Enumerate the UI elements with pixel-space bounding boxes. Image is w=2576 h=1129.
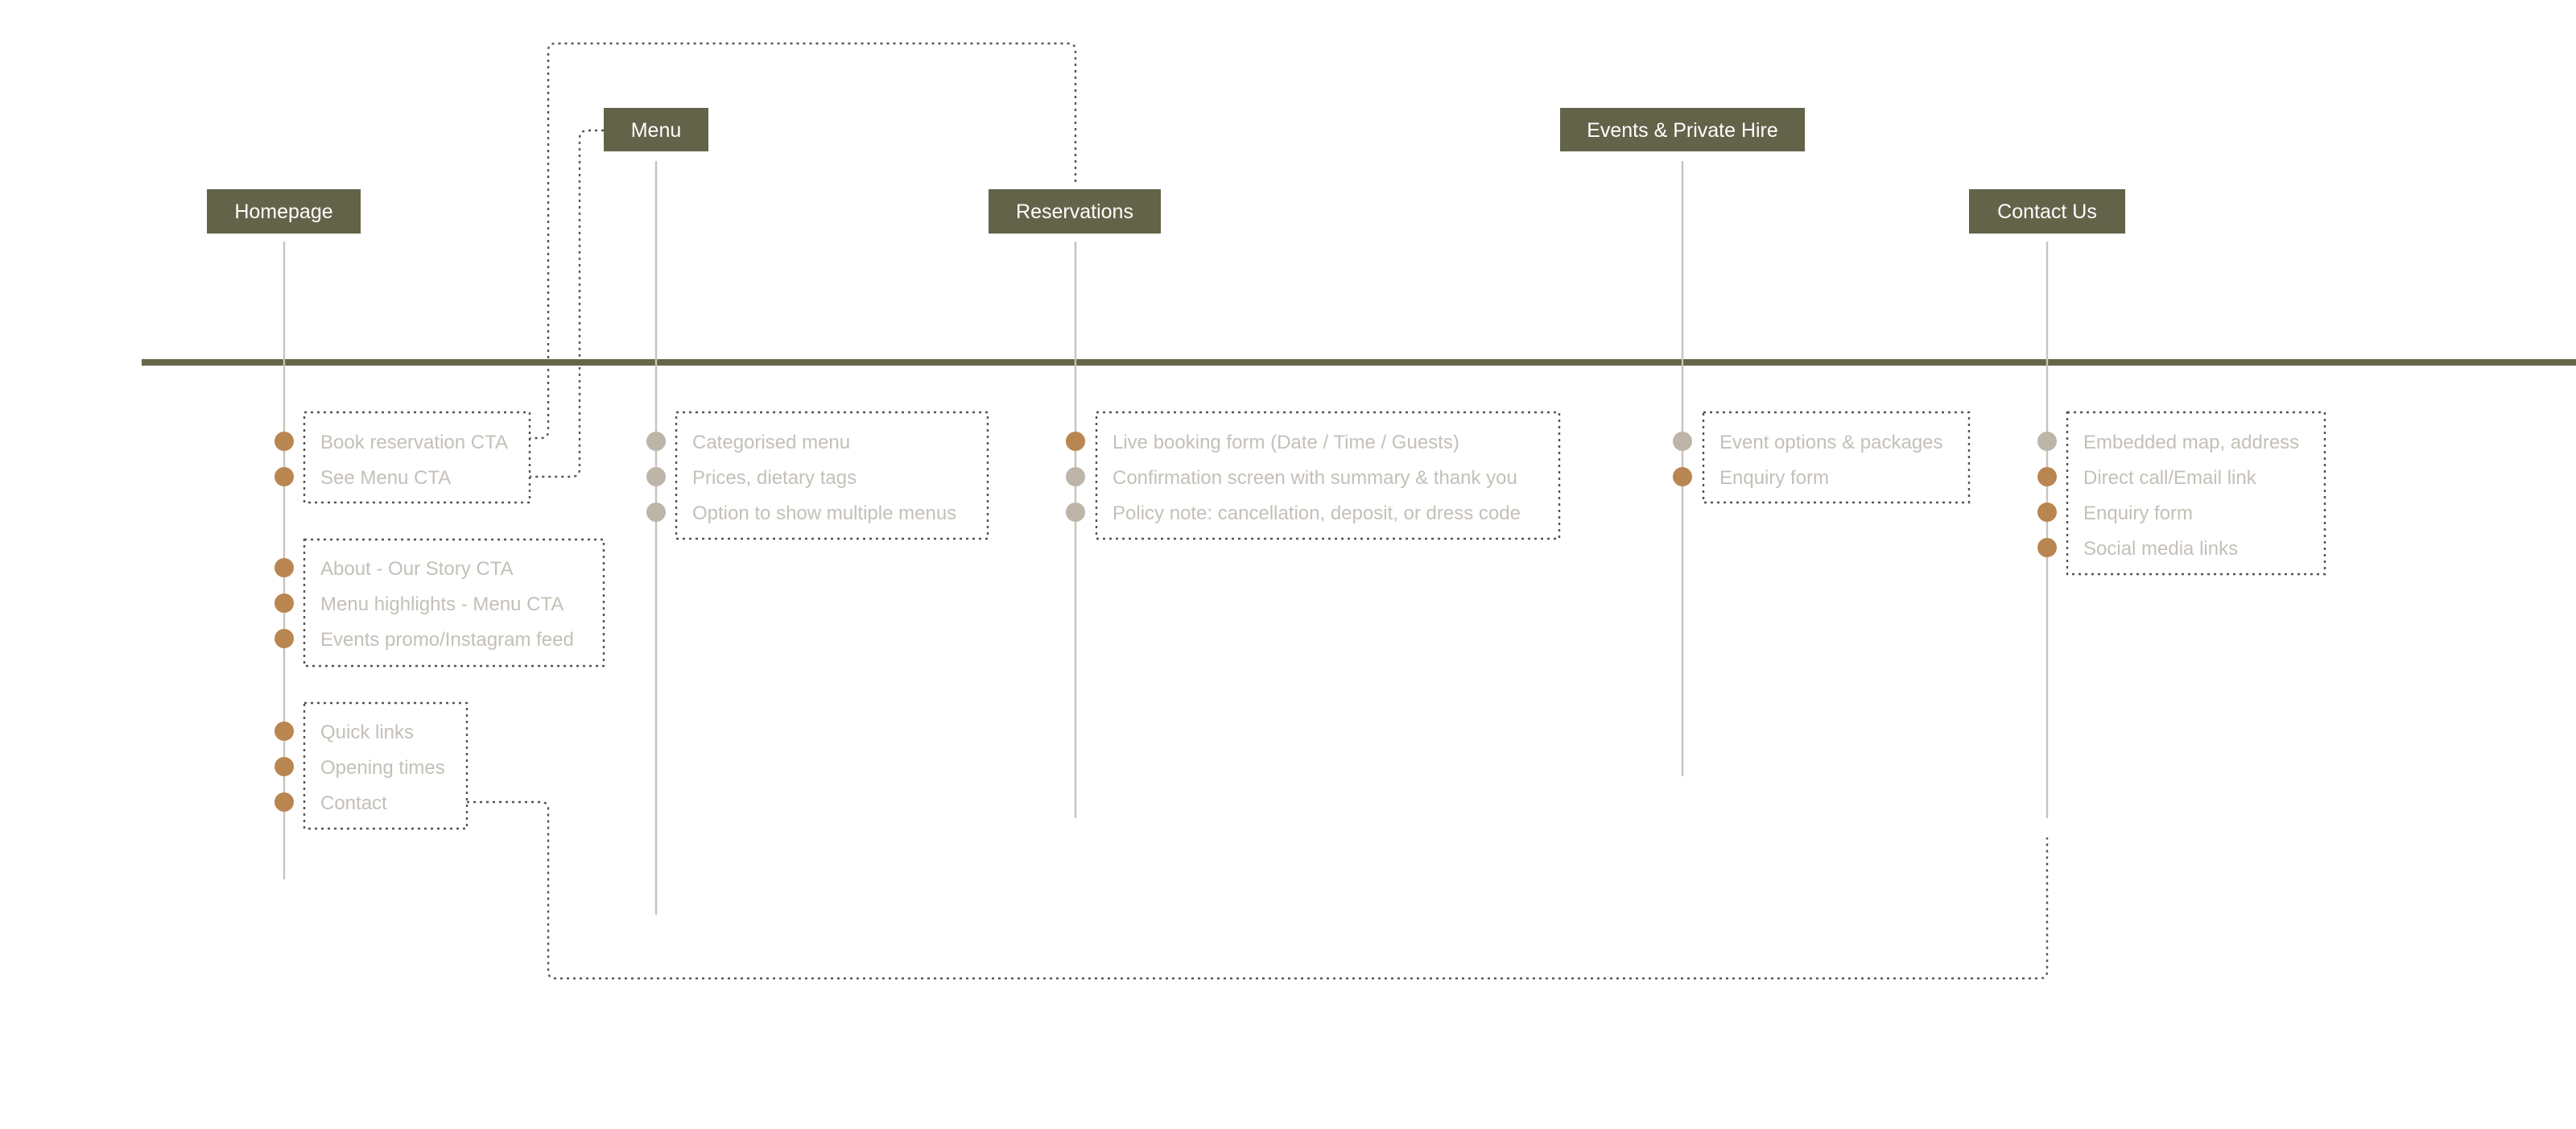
page-reservations[interactable]: Reservations [989, 189, 1161, 234]
connector-reservations-to-homepage [530, 42, 1077, 440]
homepage-group-body [303, 538, 605, 668]
item-marker-icon [2037, 467, 2057, 486]
item-marker-icon [1066, 432, 1085, 451]
item-label: Quick links [320, 722, 414, 743]
page-box-homepage [207, 189, 361, 234]
page-events[interactable]: Events & Private Hire [1560, 108, 1805, 151]
item-marker-icon [275, 722, 294, 741]
item-label: Book reservation CTA [320, 432, 508, 453]
events-group [1702, 411, 1971, 504]
item-marker-icon [275, 432, 294, 451]
item-marker-icon [646, 467, 666, 486]
contact-items: Embedded map, address Direct call/Email … [2037, 432, 2299, 560]
reservations-items: Live booking form (Date / Time / Guests)… [1066, 432, 1521, 524]
page-label-contact: Contact Us [1997, 201, 2097, 223]
page-label-events: Events & Private Hire [1587, 119, 1778, 142]
menu-items: Categorised menu Prices, dietary tags Op… [646, 432, 956, 524]
page-label-menu: Menu [631, 119, 682, 142]
item-label: Prices, dietary tags [692, 467, 857, 489]
item-label: Categorised menu [692, 432, 850, 453]
page-box-contact [1969, 189, 2125, 234]
item-label: Social media links [2083, 538, 2238, 560]
item-marker-icon [1066, 467, 1085, 486]
item-label: Embedded map, address [2083, 432, 2299, 453]
item-marker-icon [275, 467, 294, 486]
item-label: Contact [320, 792, 387, 814]
page-homepage[interactable]: Homepage [207, 189, 361, 234]
item-label: Option to show multiple menus [692, 502, 956, 524]
item-marker-icon [275, 629, 294, 648]
page-contact[interactable]: Contact Us [1969, 189, 2125, 234]
item-marker-icon [275, 593, 294, 613]
item-marker-icon [646, 502, 666, 522]
page-box-events [1560, 108, 1805, 151]
homepage-group-header [303, 411, 531, 504]
item-label: Events promo/Instagram feed [320, 629, 574, 651]
item-label: Opening times [320, 757, 445, 779]
item-marker-icon [1673, 467, 1692, 486]
page-box-reservations [989, 189, 1161, 234]
item-label: Enquiry form [2083, 502, 2193, 524]
item-label: Confirmation screen with summary & thank… [1113, 467, 1517, 489]
item-marker-icon [275, 757, 294, 776]
item-label: Event options & packages [1719, 432, 1943, 453]
item-label: See Menu CTA [320, 467, 451, 489]
connector-menu-to-homepage [530, 129, 604, 478]
contact-group [2066, 411, 2326, 576]
item-marker-icon [2037, 538, 2057, 557]
reservations-group [1095, 411, 1561, 540]
menu-group [675, 411, 989, 540]
page-menu[interactable]: Menu [604, 108, 708, 151]
item-label: Direct call/Email link [2083, 467, 2257, 489]
page-label-reservations: Reservations [1016, 201, 1133, 223]
item-label: Live booking form (Date / Time / Guests) [1113, 432, 1459, 453]
item-label: Menu highlights - Menu CTA [320, 593, 564, 615]
item-label: Enquiry form [1719, 467, 1829, 489]
item-marker-icon [2037, 502, 2057, 522]
item-marker-icon [646, 432, 666, 451]
connector-homepage-to-contact [467, 800, 2049, 980]
item-marker-icon [2037, 432, 2057, 451]
item-label: About - Our Story CTA [320, 558, 514, 580]
page-label-homepage: Homepage [234, 201, 332, 223]
page-box-menu [604, 108, 708, 151]
item-marker-icon [1673, 432, 1692, 451]
item-marker-icon [275, 558, 294, 577]
homepage-items: Book reservation CTA See Menu CTA About … [275, 432, 574, 814]
item-marker-icon [275, 792, 294, 812]
homepage-group-footer [303, 701, 469, 830]
events-items: Event options & packages Enquiry form [1673, 432, 1943, 489]
item-label: Policy note: cancellation, deposit, or d… [1113, 502, 1521, 524]
item-marker-icon [1066, 502, 1085, 522]
